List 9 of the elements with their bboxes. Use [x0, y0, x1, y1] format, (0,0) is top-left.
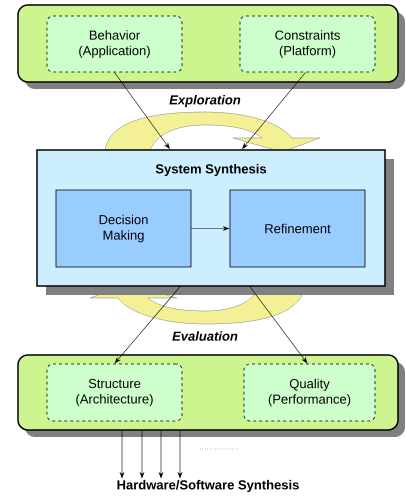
caption-text: Hardware/Software Synthesis	[117, 480, 299, 492]
process-box: Refinement	[230, 190, 366, 268]
dashed-box: Quality (Performance)	[244, 364, 376, 422]
dashed-box: Structure (Architecture)	[46, 364, 182, 422]
dashed-box: Constraints (Platform)	[240, 16, 376, 72]
dashed-box: Behavior (Application)	[46, 16, 182, 72]
process-box: Decision Making	[56, 190, 192, 268]
loop-label: Evaluation	[172, 331, 238, 341]
loop-label: Exploration	[169, 94, 240, 108]
